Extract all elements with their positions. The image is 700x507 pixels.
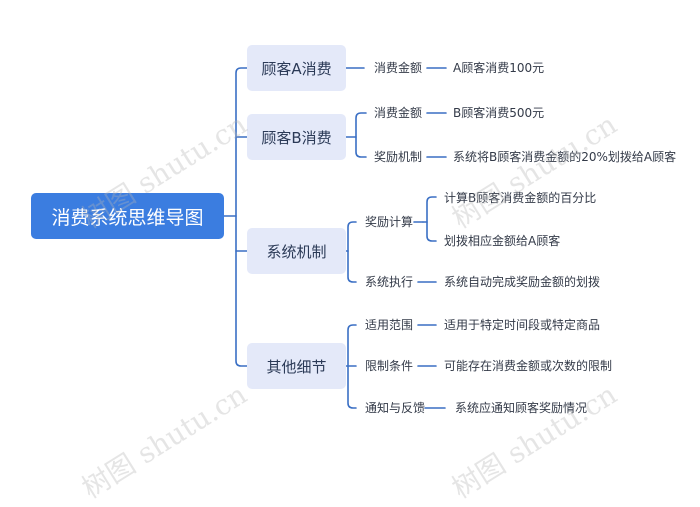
leaf-transfer-to-a[interactable]: 划拨相应金额给A顾客	[444, 234, 561, 248]
branch-label: 顾客B消费	[261, 128, 332, 147]
branch-label: 其他细节	[266, 357, 327, 376]
subnode-system-exec[interactable]: 系统执行	[365, 275, 414, 289]
leaf-calc-percentage[interactable]: 计算B顾客消费金额的百分比	[444, 191, 597, 205]
leaf-auto-transfer[interactable]: 系统自动完成奖励金额的划拨	[444, 275, 601, 289]
branch-label: 顾客A消费	[261, 59, 332, 78]
branch-node-other-details[interactable]: 其他细节	[247, 343, 346, 389]
leaf-scope-value[interactable]: 适用于特定时间段或特定商品	[444, 318, 601, 332]
branch-node-customer-a[interactable]: 顾客A消费	[247, 45, 346, 91]
subnode-reward-calc[interactable]: 奖励计算	[365, 215, 414, 229]
leaf-b-amount-value[interactable]: B顾客消费500元	[453, 106, 545, 120]
branch-node-system-mechanism[interactable]: 系统机制	[247, 228, 346, 274]
subnode-restrictions[interactable]: 限制条件	[365, 359, 414, 373]
leaf-a-amount-value[interactable]: A顾客消费100元	[453, 61, 545, 75]
subnode-scope[interactable]: 适用范围	[365, 318, 414, 332]
branch-label: 系统机制	[266, 242, 327, 261]
subnode-notification[interactable]: 通知与反馈	[365, 401, 426, 415]
leaf-restrictions-value[interactable]: 可能存在消费金额或次数的限制	[444, 359, 613, 373]
root-label: 消费系统思维导图	[51, 206, 204, 229]
subnode-a-amount[interactable]: 消费金额	[374, 61, 423, 75]
mind-map-canvas: 消费系统思维导图 顾客A消费 消费金额 A顾客消费100元 顾客B消费 消费金额…	[31, 45, 677, 505]
leaf-notification-value[interactable]: 系统应通知顾客奖励情况	[455, 401, 588, 415]
leaf-b-reward-rule[interactable]: 系统将B顾客消费金额的20%划拨给A顾客	[453, 150, 677, 164]
branch-node-customer-b[interactable]: 顾客B消费	[247, 114, 346, 160]
subnode-b-reward[interactable]: 奖励机制	[374, 150, 423, 164]
root-node[interactable]: 消费系统思维导图	[31, 193, 224, 239]
connector-lines	[223, 67, 447, 409]
subnode-b-amount[interactable]: 消费金额	[374, 106, 423, 120]
